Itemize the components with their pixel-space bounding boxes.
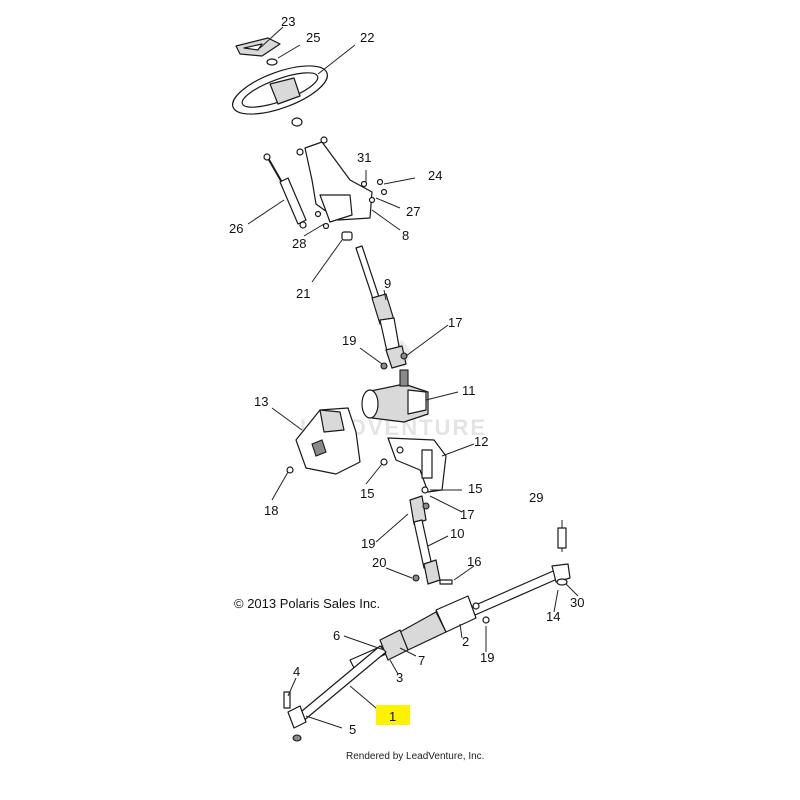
power-steering-unit[interactable]	[361, 369, 429, 423]
shaft-pinch-bolt[interactable]	[439, 579, 453, 585]
tie-rod[interactable]	[295, 645, 387, 723]
callout-labels: 23 25 22 31 24 27 8 26 28 21 9 17 19 11 …	[229, 14, 584, 737]
callout-15-right[interactable]: 15	[468, 481, 482, 496]
callout-19-lower[interactable]: 19	[480, 650, 494, 665]
callout-19-middle[interactable]: 19	[361, 536, 375, 551]
callout-18[interactable]: 18	[264, 503, 278, 518]
callout-26[interactable]: 26	[229, 221, 243, 236]
callout-9[interactable]: 9	[384, 276, 391, 291]
bracket-bolt-left[interactable]	[380, 458, 388, 466]
callout-7[interactable]: 7	[418, 653, 425, 668]
callout-10[interactable]: 10	[450, 526, 464, 541]
callout-27[interactable]: 27	[406, 204, 420, 219]
mounting-bracket[interactable]	[387, 437, 447, 493]
callout-20[interactable]: 20	[372, 555, 386, 570]
callout-28[interactable]: 28	[292, 236, 306, 251]
column-bushing[interactable]	[341, 231, 353, 241]
callout-12[interactable]: 12	[474, 434, 488, 449]
callout-22[interactable]: 22	[360, 30, 374, 45]
lower-steering-shaft[interactable]	[409, 495, 441, 585]
callout-21[interactable]: 21	[296, 286, 310, 301]
steering-rack[interactable]	[349, 567, 565, 669]
callout-30[interactable]: 30	[570, 595, 584, 610]
steering-wheel[interactable]	[227, 56, 333, 124]
callout-8[interactable]: 8	[402, 228, 409, 243]
upper-steering-shaft[interactable]	[355, 245, 408, 370]
callout-6[interactable]: 6	[333, 628, 340, 643]
wheel-nut[interactable]	[266, 58, 278, 66]
callout-29[interactable]: 29	[529, 490, 543, 505]
callout-17-lower[interactable]: 17	[460, 507, 474, 522]
callout-15-left[interactable]: 15	[360, 486, 374, 501]
callout-25[interactable]: 25	[306, 30, 320, 45]
steering-wheel-cap[interactable]	[235, 37, 281, 57]
right-tie-rod-end[interactable]	[551, 563, 571, 586]
footer-text: Rendered by LeadVenture, Inc.	[346, 751, 484, 762]
callout-13[interactable]: 13	[254, 394, 268, 409]
bracket-bolt-right[interactable]	[421, 486, 429, 494]
callout-16[interactable]: 16	[467, 554, 481, 569]
callout-19-upper[interactable]: 19	[342, 333, 356, 348]
callout-31[interactable]: 31	[357, 150, 371, 165]
tie-rod-bolt-body[interactable]	[557, 527, 567, 549]
copyright-text: © 2013 Polaris Sales Inc.	[234, 596, 380, 611]
cover-screw[interactable]	[286, 466, 294, 474]
callout-3[interactable]: 3	[396, 670, 403, 685]
wheel-spacer[interactable]	[291, 117, 303, 127]
tilt-bracket[interactable]	[296, 136, 376, 223]
callout-11[interactable]: 11	[462, 383, 476, 398]
gas-strut[interactable]	[263, 153, 307, 229]
callout-2[interactable]: 2	[462, 634, 469, 649]
callout-4[interactable]: 4	[293, 664, 300, 679]
callout-1[interactable]: 1	[389, 709, 396, 724]
callout-17-upper[interactable]: 17	[448, 315, 462, 330]
bracket-screws[interactable]	[314, 170, 388, 230]
callout-24[interactable]: 24	[428, 168, 442, 183]
left-tie-rod-end[interactable]	[283, 691, 307, 742]
callout-1-highlight	[376, 705, 410, 725]
leader-lines	[247, 26, 579, 729]
unit-cover[interactable]	[295, 407, 361, 475]
callout-23[interactable]: 23	[281, 14, 295, 29]
callout-5[interactable]: 5	[349, 722, 356, 737]
callout-14[interactable]: 14	[546, 609, 560, 624]
